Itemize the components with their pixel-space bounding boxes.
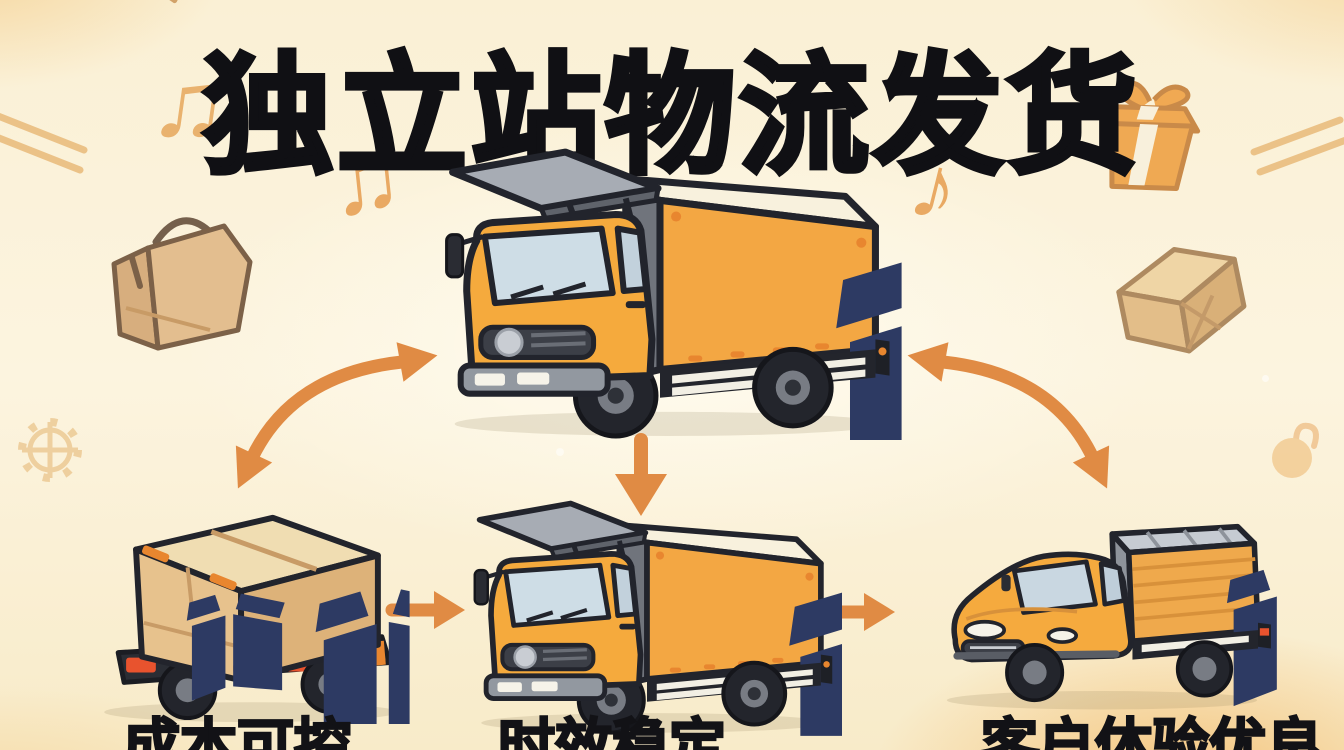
- label-stable-timeliness: 时效稳定: [497, 714, 728, 750]
- gear-icon: [14, 414, 86, 486]
- box-truck-icon: [452, 492, 842, 736]
- cargo-trailer-box-icon: [92, 496, 410, 724]
- curved-double-arrow-icon: [902, 332, 1127, 497]
- speed-lines-icon: [0, 108, 98, 184]
- speck: [556, 448, 564, 456]
- partial-cardboard-box-icon: [5, 0, 211, 66]
- cardboard-box-icon: [1108, 238, 1250, 372]
- page-title: 独立站物流发货: [200, 43, 1141, 190]
- down-arrow-icon: [603, 430, 679, 522]
- padlock-icon: [1266, 418, 1322, 480]
- box-truck-icon: [418, 138, 902, 440]
- cargo-van-icon: [922, 496, 1282, 718]
- speck: [1262, 375, 1269, 382]
- label-customer-experience: 客户体验优良: [980, 714, 1325, 750]
- gift-box-icon: [1092, 78, 1224, 210]
- handbag-icon: [90, 198, 260, 358]
- curved-double-arrow-icon: [218, 332, 443, 497]
- label-cost-controllable: 成本可控: [122, 714, 353, 750]
- speed-lines-icon: [1248, 110, 1344, 182]
